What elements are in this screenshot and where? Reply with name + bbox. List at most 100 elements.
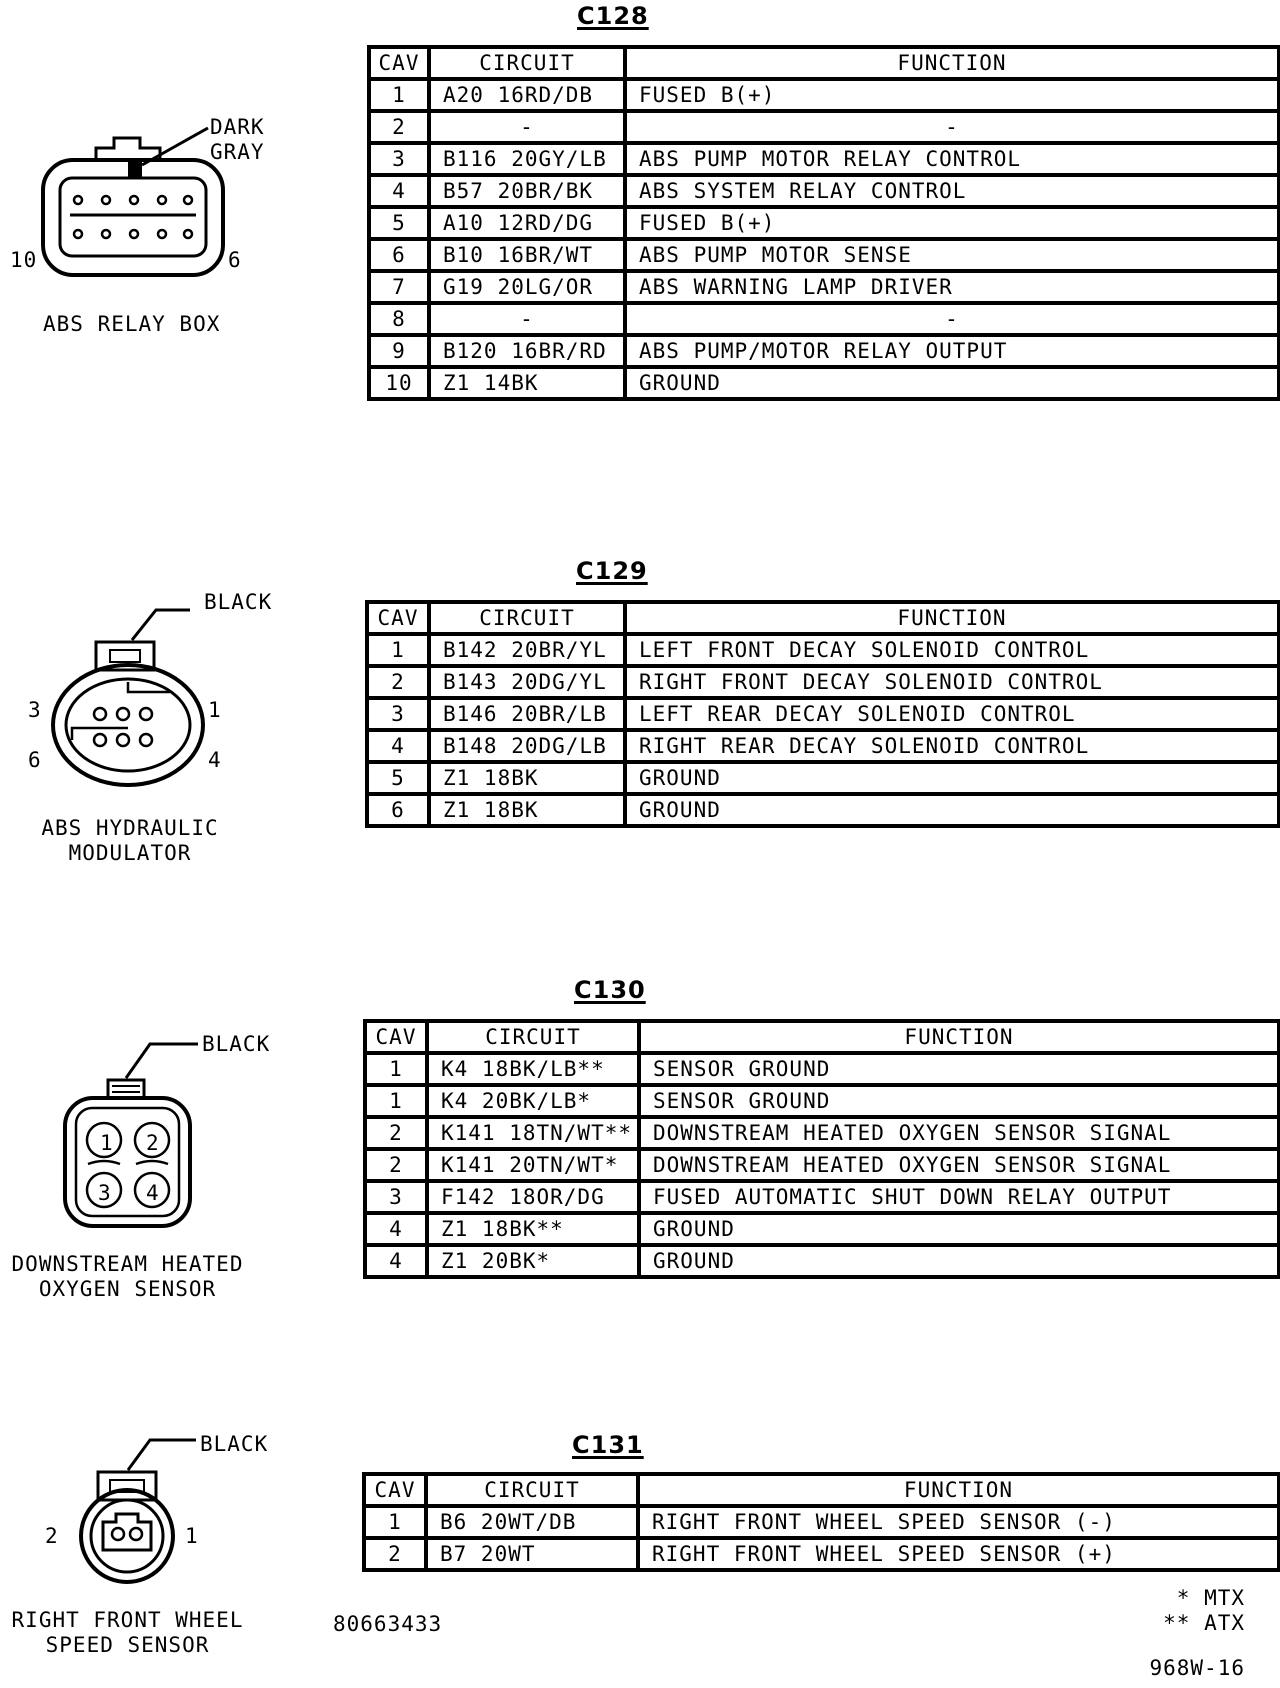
cell-cav: 2 [366, 665, 431, 700]
cell-func: DOWNSTREAM HEATED OXYGEN SENSOR SIGNAL [638, 1116, 1280, 1151]
cell-func: RIGHT FRONT WHEEL SPEED SENSOR (-) [637, 1505, 1280, 1540]
cell-func: FUSED AUTOMATIC SHUT DOWN RELAY OUTPUT [638, 1180, 1280, 1215]
cell-func: SENSOR GROUND [638, 1084, 1280, 1119]
column-header-circ: CIRCUIT [428, 601, 627, 636]
column-header-func: FUNCTION [624, 46, 1280, 81]
c129-pin-label-3: 3 [28, 698, 42, 722]
cell-cav: 10 [368, 366, 431, 401]
cell-cav: 5 [366, 761, 431, 796]
c128-pin-label-6: 6 [228, 248, 242, 272]
cell-func: GROUND [624, 761, 1280, 796]
c129-connector-label-line2: MODULATOR [68, 841, 192, 865]
column-header-circ: CIRCUIT [428, 46, 627, 81]
cell-circ: B142 20BR/YL [428, 633, 627, 668]
cell-func: LEFT FRONT DECAY SOLENOID CONTROL [624, 633, 1280, 668]
cell-circ: K141 18TN/WT** [426, 1116, 641, 1151]
column-header-func: FUNCTION [637, 1473, 1280, 1508]
cell-circ: F142 18OR/DG [426, 1180, 641, 1215]
dark-gray-pointer-line [141, 126, 209, 167]
o2-pin-4: 4 [146, 1181, 160, 1205]
cell-circ: - [428, 110, 627, 145]
cell-circ: Z1 18BK** [426, 1212, 641, 1247]
c131-color-label: BLACK [200, 1432, 269, 1456]
column-header-circ: CIRCUIT [426, 1020, 641, 1055]
connector-title-c131: C131 [572, 1431, 644, 1459]
cell-func: ABS PUMP MOTOR SENSE [624, 238, 1280, 273]
cell-func: ABS PUMP MOTOR RELAY CONTROL [624, 142, 1280, 177]
figure-code: 968W-16 [1149, 1656, 1245, 1680]
cell-cav: 6 [366, 793, 431, 828]
connector-title-c129: C129 [576, 557, 648, 585]
c128-color-label-line1: DARK [210, 115, 265, 139]
abs-relay-box-connector-icon [41, 126, 225, 277]
cell-cav: 2 [364, 1148, 429, 1183]
cell-func: - [624, 302, 1280, 337]
column-header-cav: CAV [364, 1020, 429, 1055]
cell-cav: 2 [368, 110, 431, 145]
o2-pin-2: 2 [146, 1131, 160, 1155]
connector-title-c128: C128 [577, 2, 649, 30]
cell-circ: Z1 18BK [428, 793, 627, 828]
cell-circ: B10 16BR/WT [428, 238, 627, 273]
cell-cav: 3 [368, 142, 431, 177]
cell-cav: 4 [364, 1212, 429, 1247]
cell-cav: 7 [368, 270, 431, 305]
cell-circ: A20 16RD/DB [428, 78, 627, 113]
c130-color-label: BLACK [202, 1032, 271, 1056]
cell-circ: B6 20WT/DB [425, 1505, 640, 1540]
c128-pin-label-10: 10 [10, 248, 38, 272]
cell-cav: 5 [368, 206, 431, 241]
c131-pin-label-2: 2 [45, 1524, 59, 1548]
cell-cav: 6 [368, 238, 431, 273]
cell-cav: 1 [368, 78, 431, 113]
cell-cav: 8 [368, 302, 431, 337]
table-row: 8-- [368, 302, 1280, 337]
cell-func: RIGHT FRONT DECAY SOLENOID CONTROL [624, 665, 1280, 700]
cell-circ: - [428, 302, 627, 337]
right-front-wheel-speed-sensor-connector-icon [79, 1438, 196, 1584]
cell-func: - [624, 110, 1280, 145]
c128-color-label-line2: GRAY [210, 140, 265, 164]
column-header-circ: CIRCUIT [425, 1473, 640, 1508]
cell-func: RIGHT FRONT WHEEL SPEED SENSOR (+) [637, 1537, 1280, 1572]
c129-connector-label-line1: ABS HYDRAULIC [41, 816, 219, 840]
cell-circ: Z1 20BK* [426, 1244, 641, 1279]
cell-circ: B116 20GY/LB [428, 142, 627, 177]
cell-circ: A10 12RD/DG [428, 206, 627, 241]
legend-atx: ** ATX [1163, 1611, 1245, 1635]
cell-circ: B146 20BR/LB [428, 697, 627, 732]
cell-circ: B57 20BR/BK [428, 174, 627, 209]
cell-cav: 1 [364, 1084, 429, 1119]
cell-func: GROUND [624, 793, 1280, 828]
cell-cav: 4 [368, 174, 431, 209]
o2-pin-3: 3 [98, 1181, 112, 1205]
cell-func: GROUND [624, 366, 1280, 401]
cell-func: FUSED B(+) [624, 206, 1280, 241]
cell-cav: 4 [364, 1244, 429, 1279]
column-header-func: FUNCTION [624, 601, 1280, 636]
cell-func: SENSOR GROUND [638, 1052, 1280, 1087]
o2-pin-1: 1 [100, 1131, 114, 1155]
downstream-heated-oxygen-sensor-connector-icon [63, 1042, 198, 1228]
cell-func: ABS WARNING LAMP DRIVER [624, 270, 1280, 305]
